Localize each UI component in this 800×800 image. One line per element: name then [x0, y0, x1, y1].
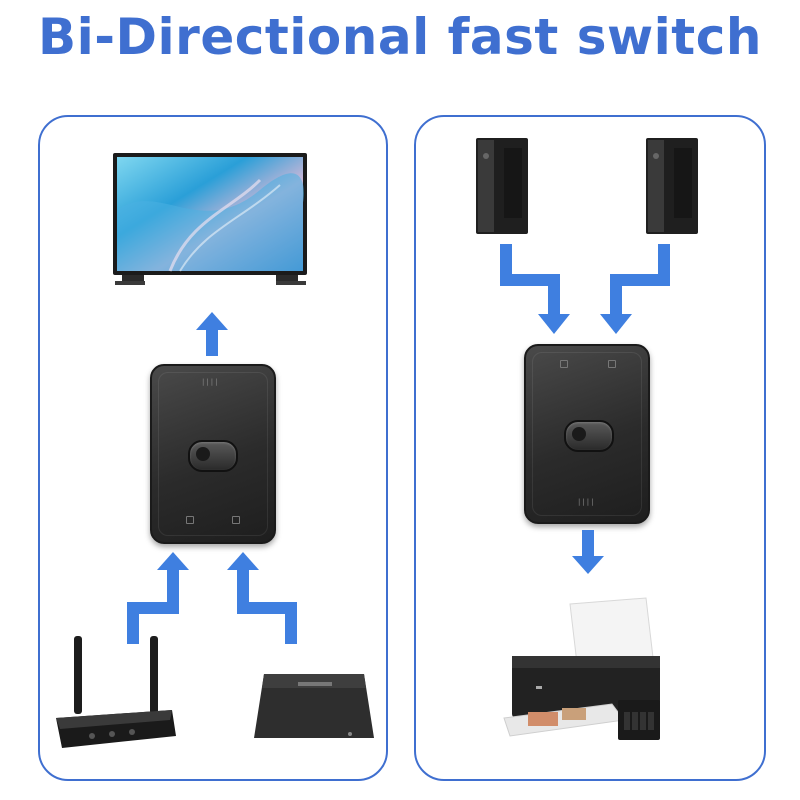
media-box-icon [254, 674, 374, 738]
switch-box: |||| [150, 364, 276, 544]
tv-icon [113, 153, 307, 285]
bent-arrow-icon [227, 552, 297, 644]
bluetooth-receiver-icon [56, 636, 176, 748]
switch-toggle[interactable] [188, 440, 238, 472]
switch-toggle[interactable] [564, 420, 614, 452]
bent-arrow-icon [127, 552, 189, 644]
printer-icon [503, 597, 660, 740]
bent-arrow-icon [600, 244, 670, 334]
switch-box: |||| [524, 344, 650, 524]
bent-arrow-icon [500, 244, 570, 334]
arrow-up-icon [196, 312, 228, 356]
pc-tower-icon [646, 138, 698, 234]
arrow-down-icon [572, 530, 604, 574]
page-title: Bi-Directional fast switch [38, 8, 762, 66]
pc-tower-icon [476, 138, 528, 234]
